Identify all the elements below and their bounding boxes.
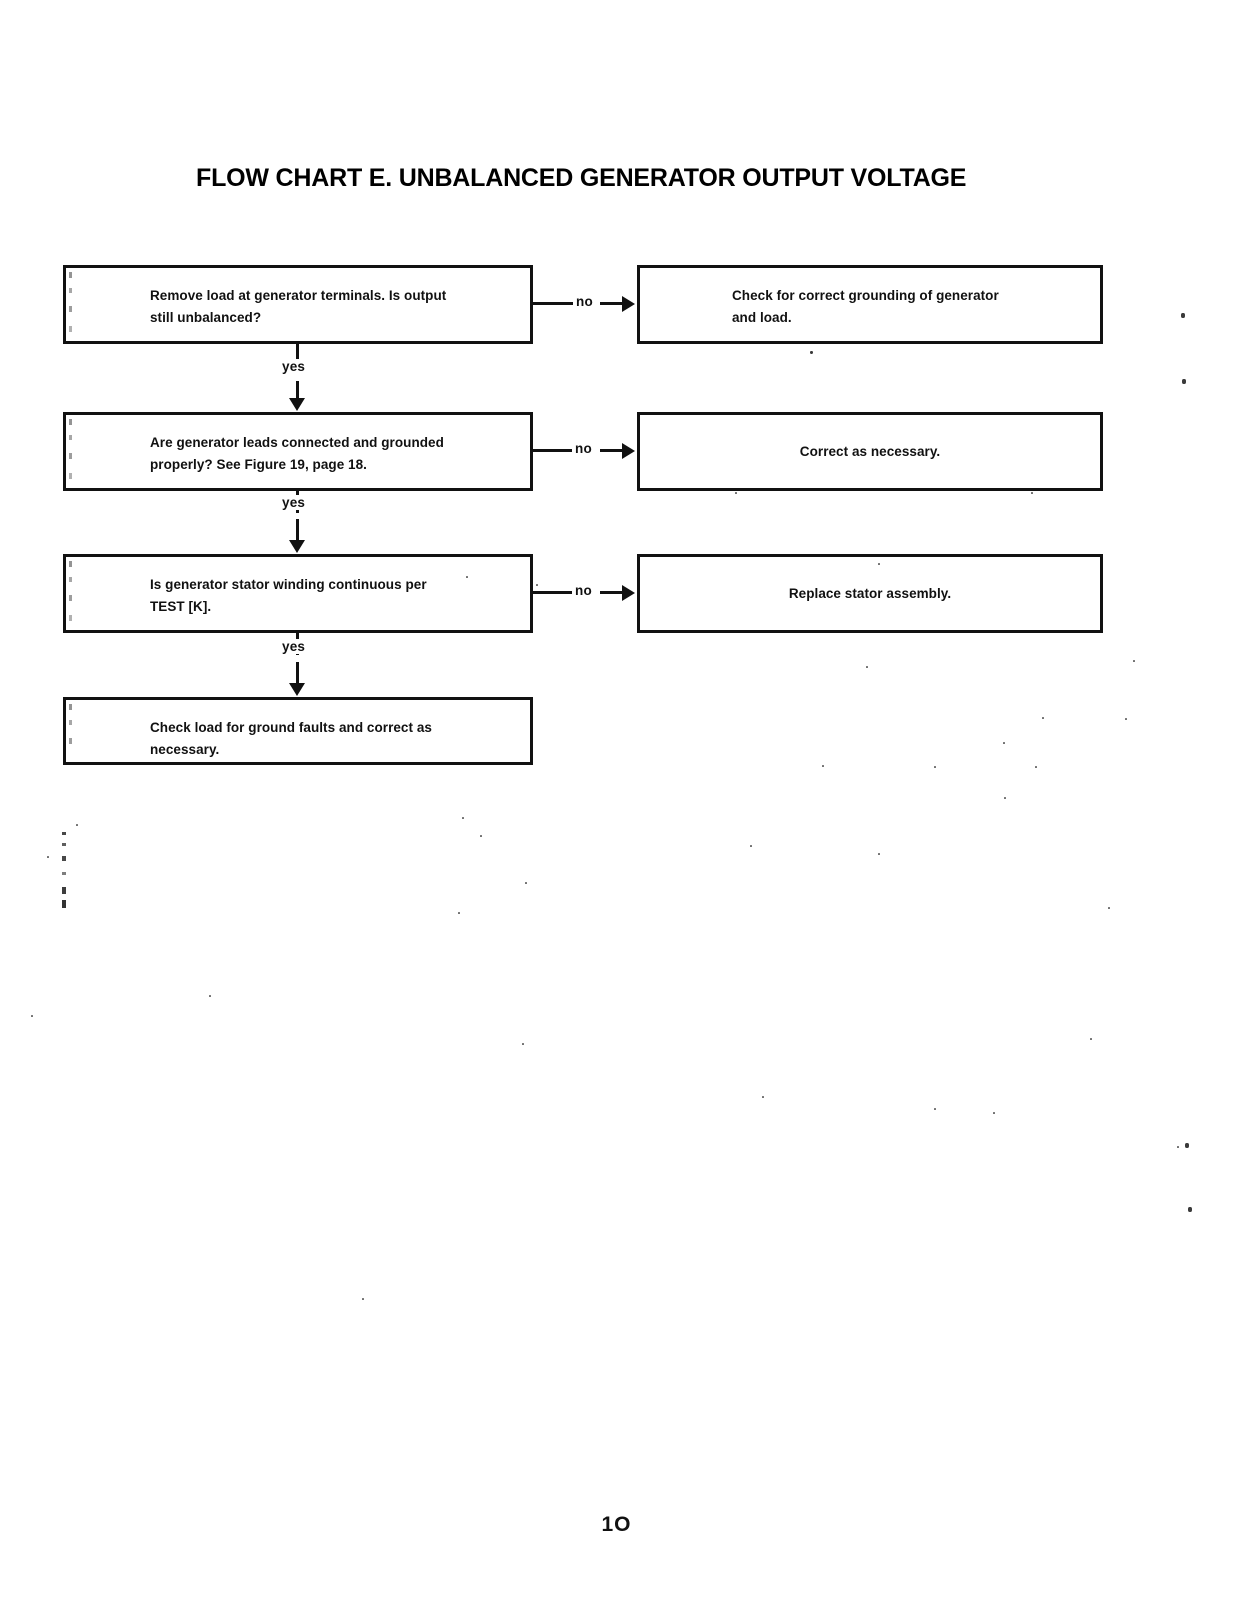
- decision-box-text: Remove load at generator terminals. Is o…: [150, 288, 447, 325]
- connector-yes-label-1: yes: [279, 359, 309, 374]
- scan-speck: [76, 824, 78, 826]
- scan-speck: [1182, 379, 1186, 384]
- decision-box-remove-load: Remove load at generator terminals. Is o…: [63, 265, 533, 344]
- scan-speck: [522, 1043, 524, 1045]
- scan-speck: [536, 584, 538, 586]
- connector-yes-line-2b: [296, 519, 299, 541]
- page-title: FLOW CHART E. UNBALANCED GENERATOR OUTPU…: [196, 164, 967, 192]
- connector-yes-line-1b: [296, 381, 299, 399]
- scan-speck: [1003, 742, 1005, 744]
- scan-speck: [480, 835, 482, 837]
- scan-speck: [1185, 1143, 1189, 1148]
- scan-speck: [458, 912, 460, 914]
- connector-yes-label-2: yes: [279, 495, 309, 510]
- scan-speck: [750, 845, 752, 847]
- scan-speck: [1133, 660, 1135, 662]
- action-box-text: Check for correct grounding of generator…: [732, 288, 999, 325]
- scan-speck: [362, 1298, 364, 1300]
- scan-speck: [822, 765, 824, 767]
- action-box-correct-as-necessary: Correct as necessary.: [637, 412, 1103, 491]
- connector-no-label-1: no: [573, 294, 596, 309]
- action-box-text: Replace stator assembly.: [788, 586, 952, 601]
- scan-speck: [525, 882, 527, 884]
- connector-no-label-3: no: [572, 583, 595, 598]
- scan-speck: [866, 666, 868, 668]
- connector-no-label-2: no: [572, 441, 595, 456]
- action-box-text: Check load for ground faults and correct…: [150, 720, 432, 757]
- scan-speck: [31, 1015, 33, 1017]
- scan-speck: [934, 766, 936, 768]
- action-box-check-load-ground-faults: Check load for ground faults and correct…: [63, 697, 533, 765]
- scan-speck: [1042, 717, 1044, 719]
- scan-speck: [209, 995, 211, 997]
- scan-speck: [1031, 492, 1033, 494]
- connector-no-line-1: [533, 302, 577, 305]
- scan-speck: [47, 856, 49, 858]
- page-number: 1O: [601, 1513, 632, 1536]
- connector-no-line-1b: [600, 302, 624, 305]
- connector-no-arrowhead-3: [622, 585, 635, 601]
- decision-box-stator-winding: Is generator stator winding continuous p…: [63, 554, 533, 633]
- connector-no-line-3b: [600, 591, 624, 594]
- decision-box-generator-leads: Are generator leads connected and ground…: [63, 412, 533, 491]
- scan-speck: [878, 853, 880, 855]
- action-box-check-grounding: Check for correct grounding of generator…: [637, 265, 1103, 344]
- action-box-replace-stator: Replace stator assembly.: [637, 554, 1103, 633]
- scan-speck: [762, 1096, 764, 1098]
- connector-yes-line-3b: [296, 662, 299, 684]
- scan-speck: [735, 492, 737, 494]
- connector-yes-arrowhead-1: [289, 398, 305, 411]
- scan-speck: [1108, 907, 1110, 909]
- connector-yes-line-1a: [296, 344, 299, 368]
- connector-no-line-2b: [600, 449, 624, 452]
- scan-speck: [1004, 797, 1006, 799]
- scan-artifact-stripe: [62, 832, 66, 912]
- decision-box-text: Is generator stator winding continuous p…: [150, 577, 427, 614]
- scan-speck: [1035, 766, 1037, 768]
- scan-speck: [1181, 313, 1185, 318]
- scan-speck: [934, 1108, 936, 1110]
- scan-speck: [462, 817, 464, 819]
- action-box-text: Correct as necessary.: [799, 444, 941, 459]
- scan-speck: [1090, 1038, 1092, 1040]
- connector-no-line-2: [533, 449, 575, 452]
- connector-yes-arrowhead-3: [289, 683, 305, 696]
- scan-speck: [810, 351, 813, 354]
- connector-no-line-3: [533, 591, 575, 594]
- connector-yes-arrowhead-2: [289, 540, 305, 553]
- scan-speck: [993, 1112, 995, 1114]
- scan-speck: [1188, 1207, 1192, 1212]
- connector-no-arrowhead-1: [622, 296, 635, 312]
- connector-yes-label-3: yes: [279, 639, 309, 654]
- decision-box-text: Are generator leads connected and ground…: [150, 435, 444, 472]
- scan-speck: [1177, 1146, 1179, 1148]
- scan-speck: [1125, 718, 1127, 720]
- connector-no-arrowhead-2: [622, 443, 635, 459]
